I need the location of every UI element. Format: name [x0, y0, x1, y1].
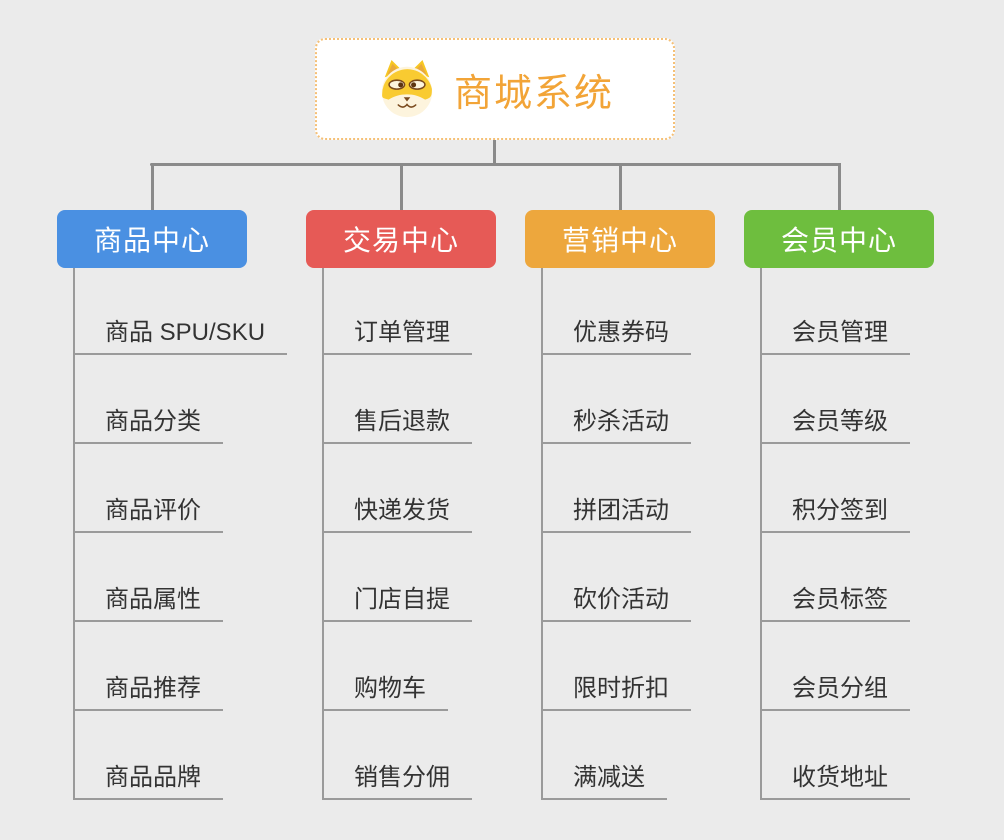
child-topic[interactable]: 限时折扣 [543, 668, 691, 711]
branch-column: 会员中心 会员管理 会员等级 积分签到 会员标签 会员分组 收货地址 [744, 210, 934, 800]
child-topic[interactable]: 订单管理 [324, 312, 472, 355]
child-topic[interactable]: 销售分佣 [324, 757, 472, 800]
connector-drop [399, 163, 403, 211]
child-topic[interactable]: 购物车 [324, 668, 448, 711]
child-topic[interactable]: 商品分类 [75, 401, 223, 444]
child-topic[interactable]: 秒杀活动 [543, 401, 691, 444]
child-topic[interactable]: 收货地址 [762, 757, 910, 800]
branch-node-3[interactable]: 营销中心 [525, 210, 715, 268]
branch-node-1[interactable]: 商品中心 [57, 210, 247, 268]
branch-children: 商品 SPU/SKU 商品分类 商品评价 商品属性 商品推荐 商品品牌 [73, 266, 288, 800]
child-topic[interactable]: 满减送 [543, 757, 667, 800]
branch-children: 会员管理 会员等级 积分签到 会员标签 会员分组 收货地址 [760, 266, 910, 800]
child-topic[interactable]: 会员等级 [762, 401, 910, 444]
connector-root-stem [493, 139, 496, 165]
dog-face-icon [381, 59, 433, 118]
child-topic[interactable]: 拼团活动 [543, 490, 691, 533]
child-topic[interactable]: 门店自提 [324, 579, 472, 622]
child-topic[interactable]: 快递发货 [324, 490, 472, 533]
child-topic[interactable]: 会员标签 [762, 579, 910, 622]
root-title: 商城系统 [453, 72, 614, 115]
child-topic[interactable]: 商品品牌 [75, 757, 223, 800]
child-topic[interactable]: 商品推荐 [75, 668, 223, 711]
child-topic[interactable]: 商品评价 [75, 490, 223, 533]
branch-children: 订单管理 售后退款 快递发货 门店自提 购物车 销售分佣 [322, 266, 472, 800]
child-topic[interactable]: 积分签到 [762, 490, 910, 533]
connector-drop [837, 163, 841, 211]
child-topic[interactable]: 会员管理 [762, 312, 910, 355]
branch-column: 交易中心 订单管理 售后退款 快递发货 门店自提 购物车 销售分佣 [306, 210, 496, 800]
root-node[interactable]: 商城系统 [315, 38, 675, 140]
branch-column: 营销中心 优惠券码 秒杀活动 拼团活动 砍价活动 限时折扣 满减送 [525, 210, 715, 800]
child-topic[interactable]: 售后退款 [324, 401, 472, 444]
child-topic[interactable]: 砍价活动 [543, 579, 691, 622]
branch-column: 商品中心 商品 SPU/SKU 商品分类 商品评价 商品属性 商品推荐 商品品牌 [57, 210, 288, 800]
branch-node-2[interactable]: 交易中心 [306, 210, 496, 268]
connector-drop [618, 163, 622, 211]
branch-children: 优惠券码 秒杀活动 拼团活动 砍价活动 限时折扣 满减送 [541, 266, 691, 800]
connector-drop [150, 163, 154, 211]
connector-crossbar [150, 163, 839, 166]
child-topic[interactable]: 商品属性 [75, 579, 223, 622]
child-topic[interactable]: 会员分组 [762, 668, 910, 711]
child-topic[interactable]: 商品 SPU/SKU [75, 312, 288, 355]
branch-node-4[interactable]: 会员中心 [744, 210, 934, 268]
child-topic[interactable]: 优惠券码 [543, 312, 691, 355]
